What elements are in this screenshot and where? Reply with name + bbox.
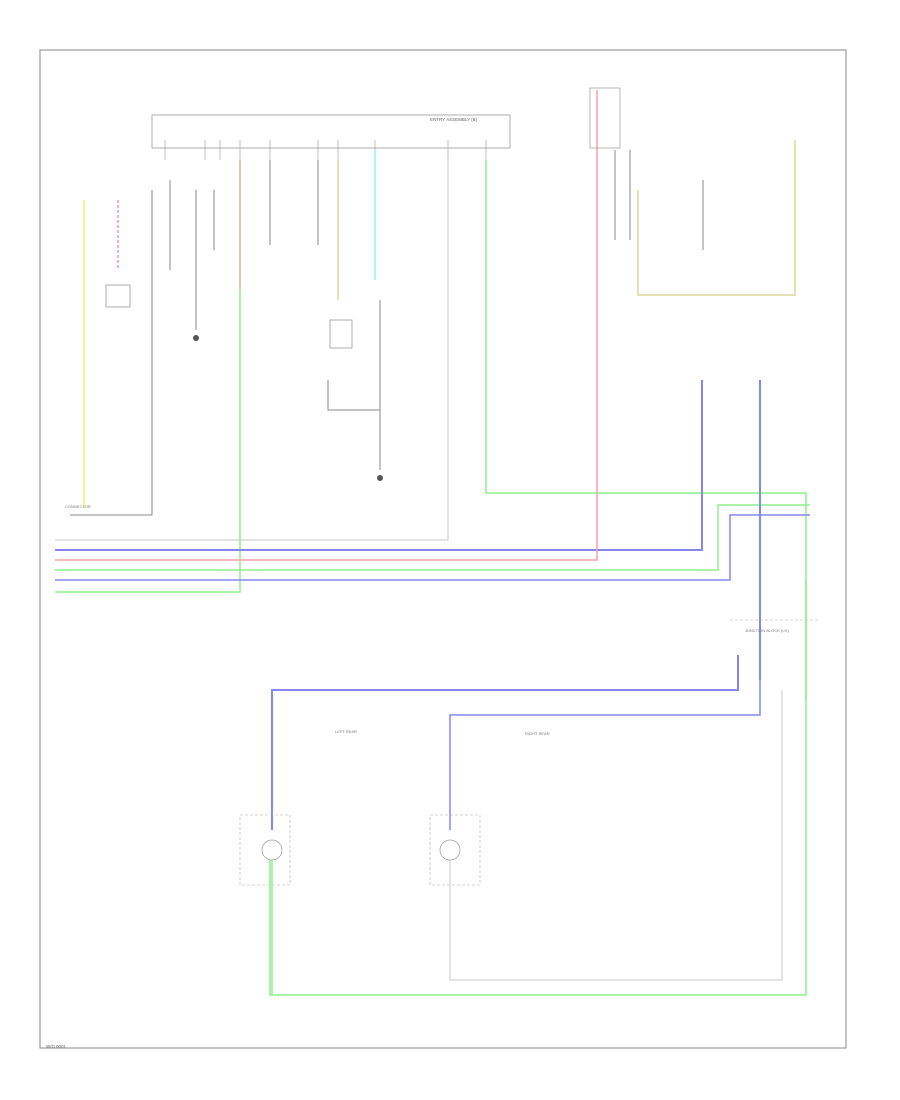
wire-green-long — [269, 160, 807, 996]
ground-point-2 — [377, 475, 383, 481]
wire-relay-ground — [327, 380, 381, 470]
ground-point — [193, 335, 199, 341]
wire-blue-lower-2 — [449, 680, 761, 830]
label-left-rear: LEFT REAR — [335, 729, 357, 734]
wire-blue-bus-2 — [55, 514, 810, 581]
footer-code: W/D 0001 — [46, 1044, 67, 1049]
lamp-left-frame — [239, 814, 291, 886]
wire-red-bus — [55, 90, 598, 561]
label-connector: CONNECTOR — [65, 504, 91, 509]
diagram-frame — [39, 49, 847, 1049]
wire-gray-lamp-right — [449, 690, 783, 981]
relay-box — [329, 319, 353, 349]
wire-gray-8 — [55, 160, 449, 541]
module-box-top — [151, 114, 511, 149]
lamp-right-frame — [429, 814, 481, 886]
relay-frame-right — [589, 87, 621, 149]
wire-green-bus — [55, 504, 810, 571]
label-junction: JUNCTION BLOCK (LH) — [745, 628, 789, 633]
wire-blue-bus-1 — [55, 380, 703, 551]
wire-green-left — [55, 290, 241, 593]
wire-gray-1 — [70, 190, 153, 516]
module-label: ENTRY ASSEMBLY (B) — [430, 117, 478, 122]
switch-box-left — [105, 284, 131, 308]
wire-olive-right — [637, 140, 796, 296]
wire-blue-lower-1 — [271, 655, 739, 830]
lamp-left-icon — [261, 839, 283, 861]
lamp-right-icon — [439, 839, 461, 861]
label-right-rear: RIGHT REAR — [525, 731, 550, 736]
